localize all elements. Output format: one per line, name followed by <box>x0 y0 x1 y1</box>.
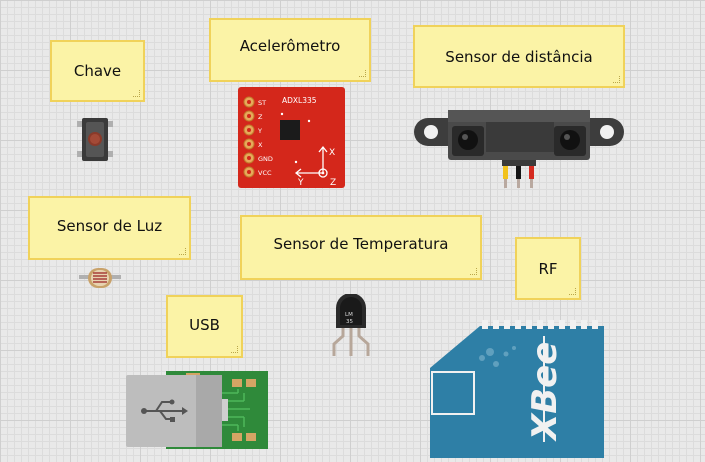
temperature-sensor-component[interactable]: LM 35 <box>328 293 374 358</box>
accel-pin-label: X <box>258 141 263 149</box>
note-sensor-temperatura-text: Sensor de Temperatura <box>273 234 449 253</box>
note-acelerometro[interactable]: Acelerômetro <box>209 18 371 82</box>
note-acelerometro-text: Acelerômetro <box>239 37 341 55</box>
xbee-component[interactable]: XBee <box>430 318 618 458</box>
pushbutton-component[interactable] <box>76 116 114 164</box>
accel-pin-label: Y <box>257 127 262 135</box>
accel-pin-label: GND <box>258 155 273 163</box>
usb-connector-component[interactable] <box>126 369 268 455</box>
note-chave-text: Chave <box>73 62 122 80</box>
accel-pin-label: ST <box>258 99 266 107</box>
note-rf[interactable]: RF <box>515 237 581 300</box>
note-usb[interactable]: USB <box>166 295 243 358</box>
accel-axis-x: X <box>329 148 335 158</box>
note-chave[interactable]: Chave <box>50 40 145 102</box>
accel-axis-z: Z <box>330 178 336 188</box>
note-rf-text: RF <box>538 259 558 278</box>
accel-axis-y: Y <box>297 178 304 188</box>
lm35-marking-1: LM <box>345 312 353 318</box>
accel-pin-label: Z <box>258 113 263 121</box>
distance-sensor-component[interactable] <box>414 108 624 190</box>
note-sensor-distancia-text: Sensor de distância <box>445 47 593 66</box>
note-sensor-distancia[interactable]: Sensor de distância <box>413 25 625 88</box>
lm35-marking-2: 35 <box>346 319 353 325</box>
note-usb-text: USB <box>189 315 220 334</box>
note-sensor-luz-text: Sensor de Luz <box>56 217 163 235</box>
accel-pin-label: VCC <box>258 169 272 177</box>
light-sensor-component[interactable] <box>79 266 121 290</box>
accelerometer-component[interactable]: ST Z Y X GND VCC ADXL335 X Y Z <box>238 87 345 188</box>
note-sensor-temperatura[interactable]: Sensor de Temperatura <box>240 215 482 280</box>
accel-chip-label: ADXL335 <box>282 96 317 105</box>
note-sensor-luz[interactable]: Sensor de Luz <box>28 196 191 260</box>
